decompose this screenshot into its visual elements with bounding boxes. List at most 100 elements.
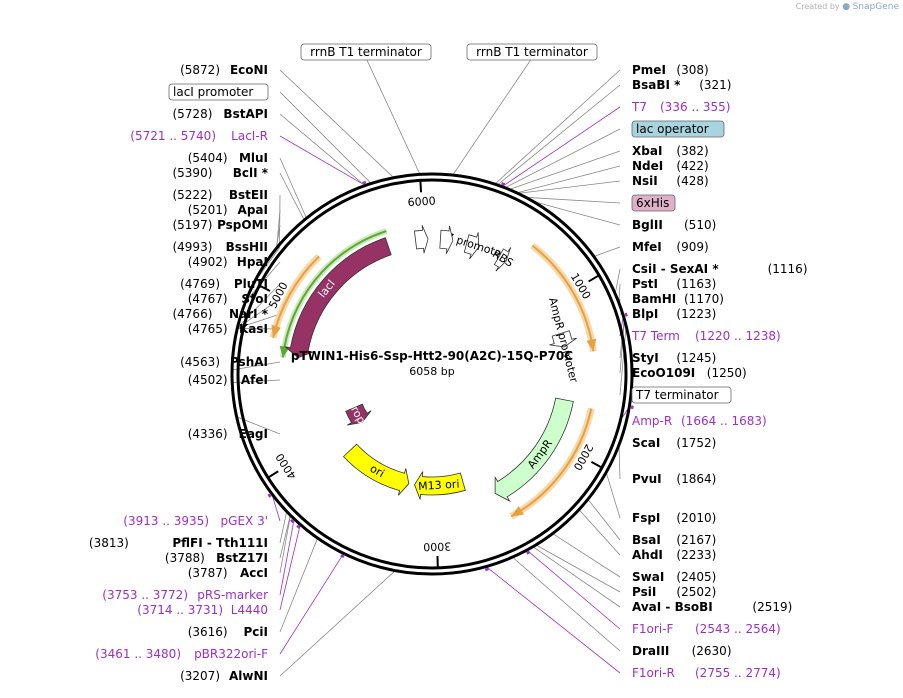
- label-name: PvuI: [632, 472, 662, 486]
- label-position: (2010): [676, 511, 716, 525]
- leader-line: [605, 472, 621, 519]
- label-name: EcoNI: [230, 63, 268, 77]
- label-position: (3207): [180, 669, 220, 683]
- label-position: (510): [684, 218, 716, 232]
- label-afei: AfeI(4502): [188, 373, 268, 387]
- label-name: L4440: [231, 603, 268, 617]
- label-pluti: PluTI(4769): [180, 277, 268, 291]
- label-position: (4767): [188, 292, 228, 306]
- feature-box: [631, 386, 732, 404]
- feature-arrow-t7promoter: [463, 232, 480, 260]
- label-name: AhdI: [632, 548, 663, 562]
- label-name: EcoO109I: [632, 366, 695, 380]
- label-l4440: L4440(3714 .. 3731): [137, 603, 268, 617]
- feature-box-text: 6xHis: [636, 196, 669, 210]
- label-position: (909): [676, 240, 708, 254]
- label-position: (2233): [676, 548, 716, 562]
- label-name: EagI: [239, 427, 268, 441]
- label-name: AlwNI: [229, 669, 268, 683]
- leader-line: [279, 69, 394, 179]
- label-mfei: MfeI(909): [632, 240, 709, 254]
- feature-box: [631, 194, 676, 212]
- label-position: (4769): [180, 277, 220, 291]
- label-position: (1664 .. 1683): [681, 414, 767, 428]
- label-name: NsiI: [632, 174, 658, 188]
- leader-line: [512, 556, 621, 652]
- leader-line: [279, 553, 345, 655]
- primer-mark: [267, 493, 272, 498]
- snapgene-credit: Created by ● SnapGene: [796, 2, 899, 12]
- outer-ring: [230, 172, 634, 576]
- label-pgex-3-: pGEX 3'(3913 .. 3935): [123, 514, 268, 528]
- leader-line: [618, 444, 621, 480]
- label-position: (2543 .. 2564): [695, 622, 781, 636]
- tick-mark: [588, 274, 600, 283]
- label-f1ori-f: F1ori-F(2543 .. 2564): [632, 622, 781, 636]
- label-position: (5872): [180, 63, 220, 77]
- label-position: (5390): [172, 166, 212, 180]
- label-position: (3616): [188, 625, 228, 639]
- leader-line: [525, 196, 621, 204]
- label-psti: PstI(1163): [632, 277, 716, 291]
- snapgene-logo-icon: ●: [842, 2, 851, 12]
- map-center: pTWIN1-His6-Ssp-Htt2-90(A2C)-15Q-P70C 60…: [291, 349, 573, 378]
- label-name: AvaI - BsoBI: [632, 600, 713, 614]
- feature-arrow-rbs: [493, 247, 512, 272]
- green-arc: [281, 230, 387, 358]
- orange-arc-arrowhead: [271, 324, 281, 338]
- primer-mark: [501, 182, 506, 186]
- label-position: (1170): [684, 292, 724, 306]
- leader-line: [279, 570, 396, 677]
- label-position: (2755 .. 2774): [695, 666, 781, 680]
- backbone-ring: [230, 172, 634, 576]
- label-position: (5197): [172, 218, 212, 232]
- feature-label-rbs: RBS: [490, 247, 516, 270]
- credit-brand: SnapGene: [852, 2, 899, 12]
- credit-prefix: Created by: [795, 2, 840, 11]
- label-sfoi: SfoI(4767): [188, 292, 268, 306]
- label-position: (4563): [180, 355, 220, 369]
- feature-arrow-m13ori: [414, 471, 466, 500]
- label-name: PstI: [632, 277, 658, 291]
- primer-mark: [624, 312, 628, 317]
- feature-arrow-rrnb2: [413, 225, 429, 254]
- label-blpi: BlpI(1223): [632, 307, 716, 321]
- leader-line: [365, 57, 421, 175]
- label-f1ori-r: F1ori-R(2755 .. 2774): [632, 666, 781, 680]
- leader-line: [593, 246, 621, 257]
- label-bsteii: BstEII(5222): [172, 188, 268, 202]
- label-rrnb-t1-terminator: rrnB T1 terminator: [466, 43, 598, 61]
- label-position: (3788): [165, 551, 205, 565]
- label-name: pRS-marker: [197, 588, 268, 602]
- leader-line: [532, 200, 621, 226]
- label-name: PciI: [244, 625, 269, 639]
- label-ahdi: AhdI (2233): [632, 548, 716, 562]
- leader-line: [587, 499, 621, 541]
- green-arc-arrowhead: [279, 345, 290, 358]
- label-position: (321): [699, 78, 731, 92]
- label-name: SwaI: [632, 570, 664, 584]
- label-lac-operator: lac operator: [631, 120, 725, 138]
- label-position: (422): [676, 159, 708, 173]
- leader-line: [279, 524, 301, 611]
- feature-arrow-amprpromoter: [549, 330, 577, 348]
- label-eagi: EagI(4336): [188, 427, 268, 441]
- label-name: KasI: [239, 322, 268, 336]
- label-bsabi-: BsaBI *(321): [632, 78, 731, 92]
- label-amp-r: Amp-R(1664 .. 1683): [632, 414, 767, 428]
- label-position: (1245): [676, 351, 716, 365]
- label-name: BstZ17I: [216, 551, 268, 565]
- label-acci: AccI(3787): [188, 566, 268, 580]
- label-name: BstAPI: [223, 107, 268, 121]
- leader-line: [501, 106, 621, 187]
- label-ndei: NdeI(422): [632, 159, 709, 173]
- feature-label-amprpromoter: AmpR promoter: [546, 296, 581, 384]
- label-name: MluI: [239, 151, 268, 165]
- label-bcli-: BclI *(5390): [172, 166, 268, 180]
- leader-line: [279, 113, 366, 186]
- leader-line: [578, 509, 621, 556]
- label-position: (5728): [172, 107, 212, 121]
- label-laci-r: LacI-R(5721 .. 5740): [130, 129, 268, 143]
- feature-box-text: lacI promoter: [173, 85, 253, 99]
- label-t7: T7(336 .. 355): [631, 100, 730, 114]
